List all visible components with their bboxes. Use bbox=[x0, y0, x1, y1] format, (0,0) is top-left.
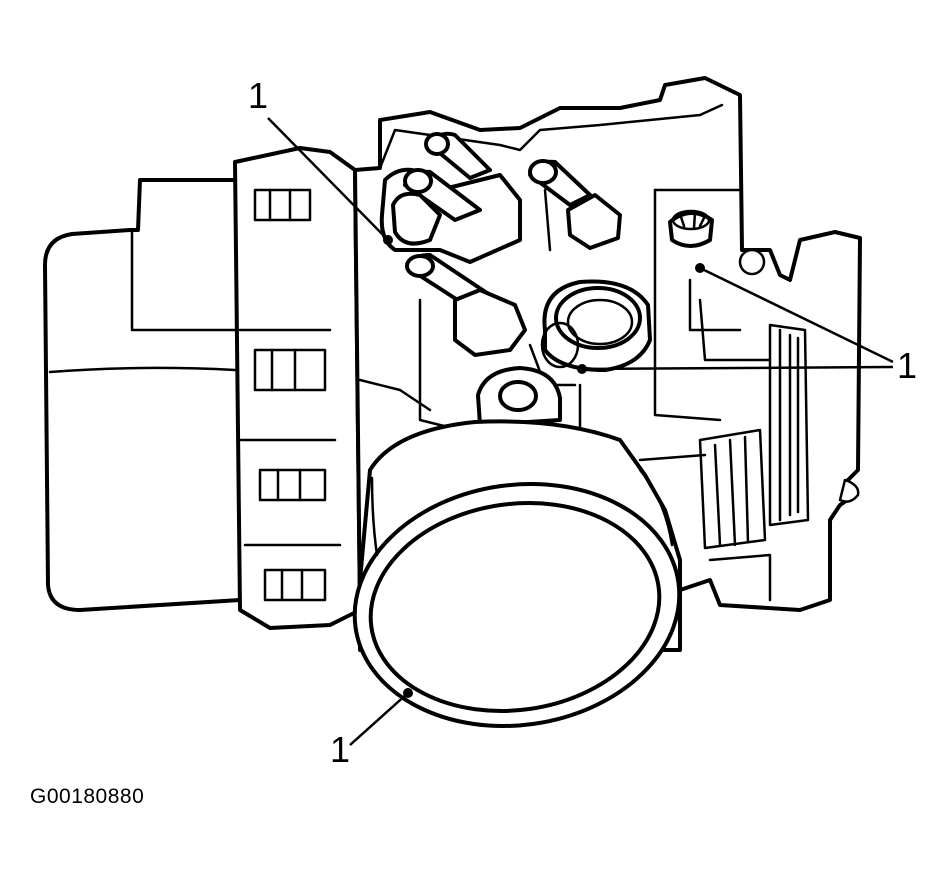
ribbed-collar bbox=[233, 146, 362, 630]
callout-leaders bbox=[267, 117, 894, 746]
leader-line-right-lower bbox=[581, 365, 894, 371]
vacuum-ports bbox=[379, 131, 622, 357]
callout-label-right: 1 bbox=[897, 345, 917, 386]
actuator-housing bbox=[43, 178, 242, 612]
leader-line-top-left bbox=[267, 117, 389, 241]
mounting-screws bbox=[668, 209, 714, 248]
throttle-bore-flange bbox=[352, 419, 682, 728]
leader-line-bottom bbox=[349, 692, 409, 746]
leader-dot-top-left bbox=[383, 235, 393, 245]
rear-gear-plate bbox=[638, 248, 860, 602]
leader-dot-right-lower bbox=[577, 364, 587, 374]
leader-dot-right-upper bbox=[695, 263, 705, 273]
callout-label-top-left: 1 bbox=[248, 75, 268, 116]
leader-line-right-upper bbox=[699, 266, 894, 364]
figure-id: G00180880 bbox=[30, 785, 145, 808]
mounting-boss bbox=[476, 366, 562, 427]
coolant-port bbox=[528, 279, 652, 432]
callout-label-bottom: 1 bbox=[330, 729, 350, 770]
leader-dot-bottom bbox=[403, 688, 413, 698]
